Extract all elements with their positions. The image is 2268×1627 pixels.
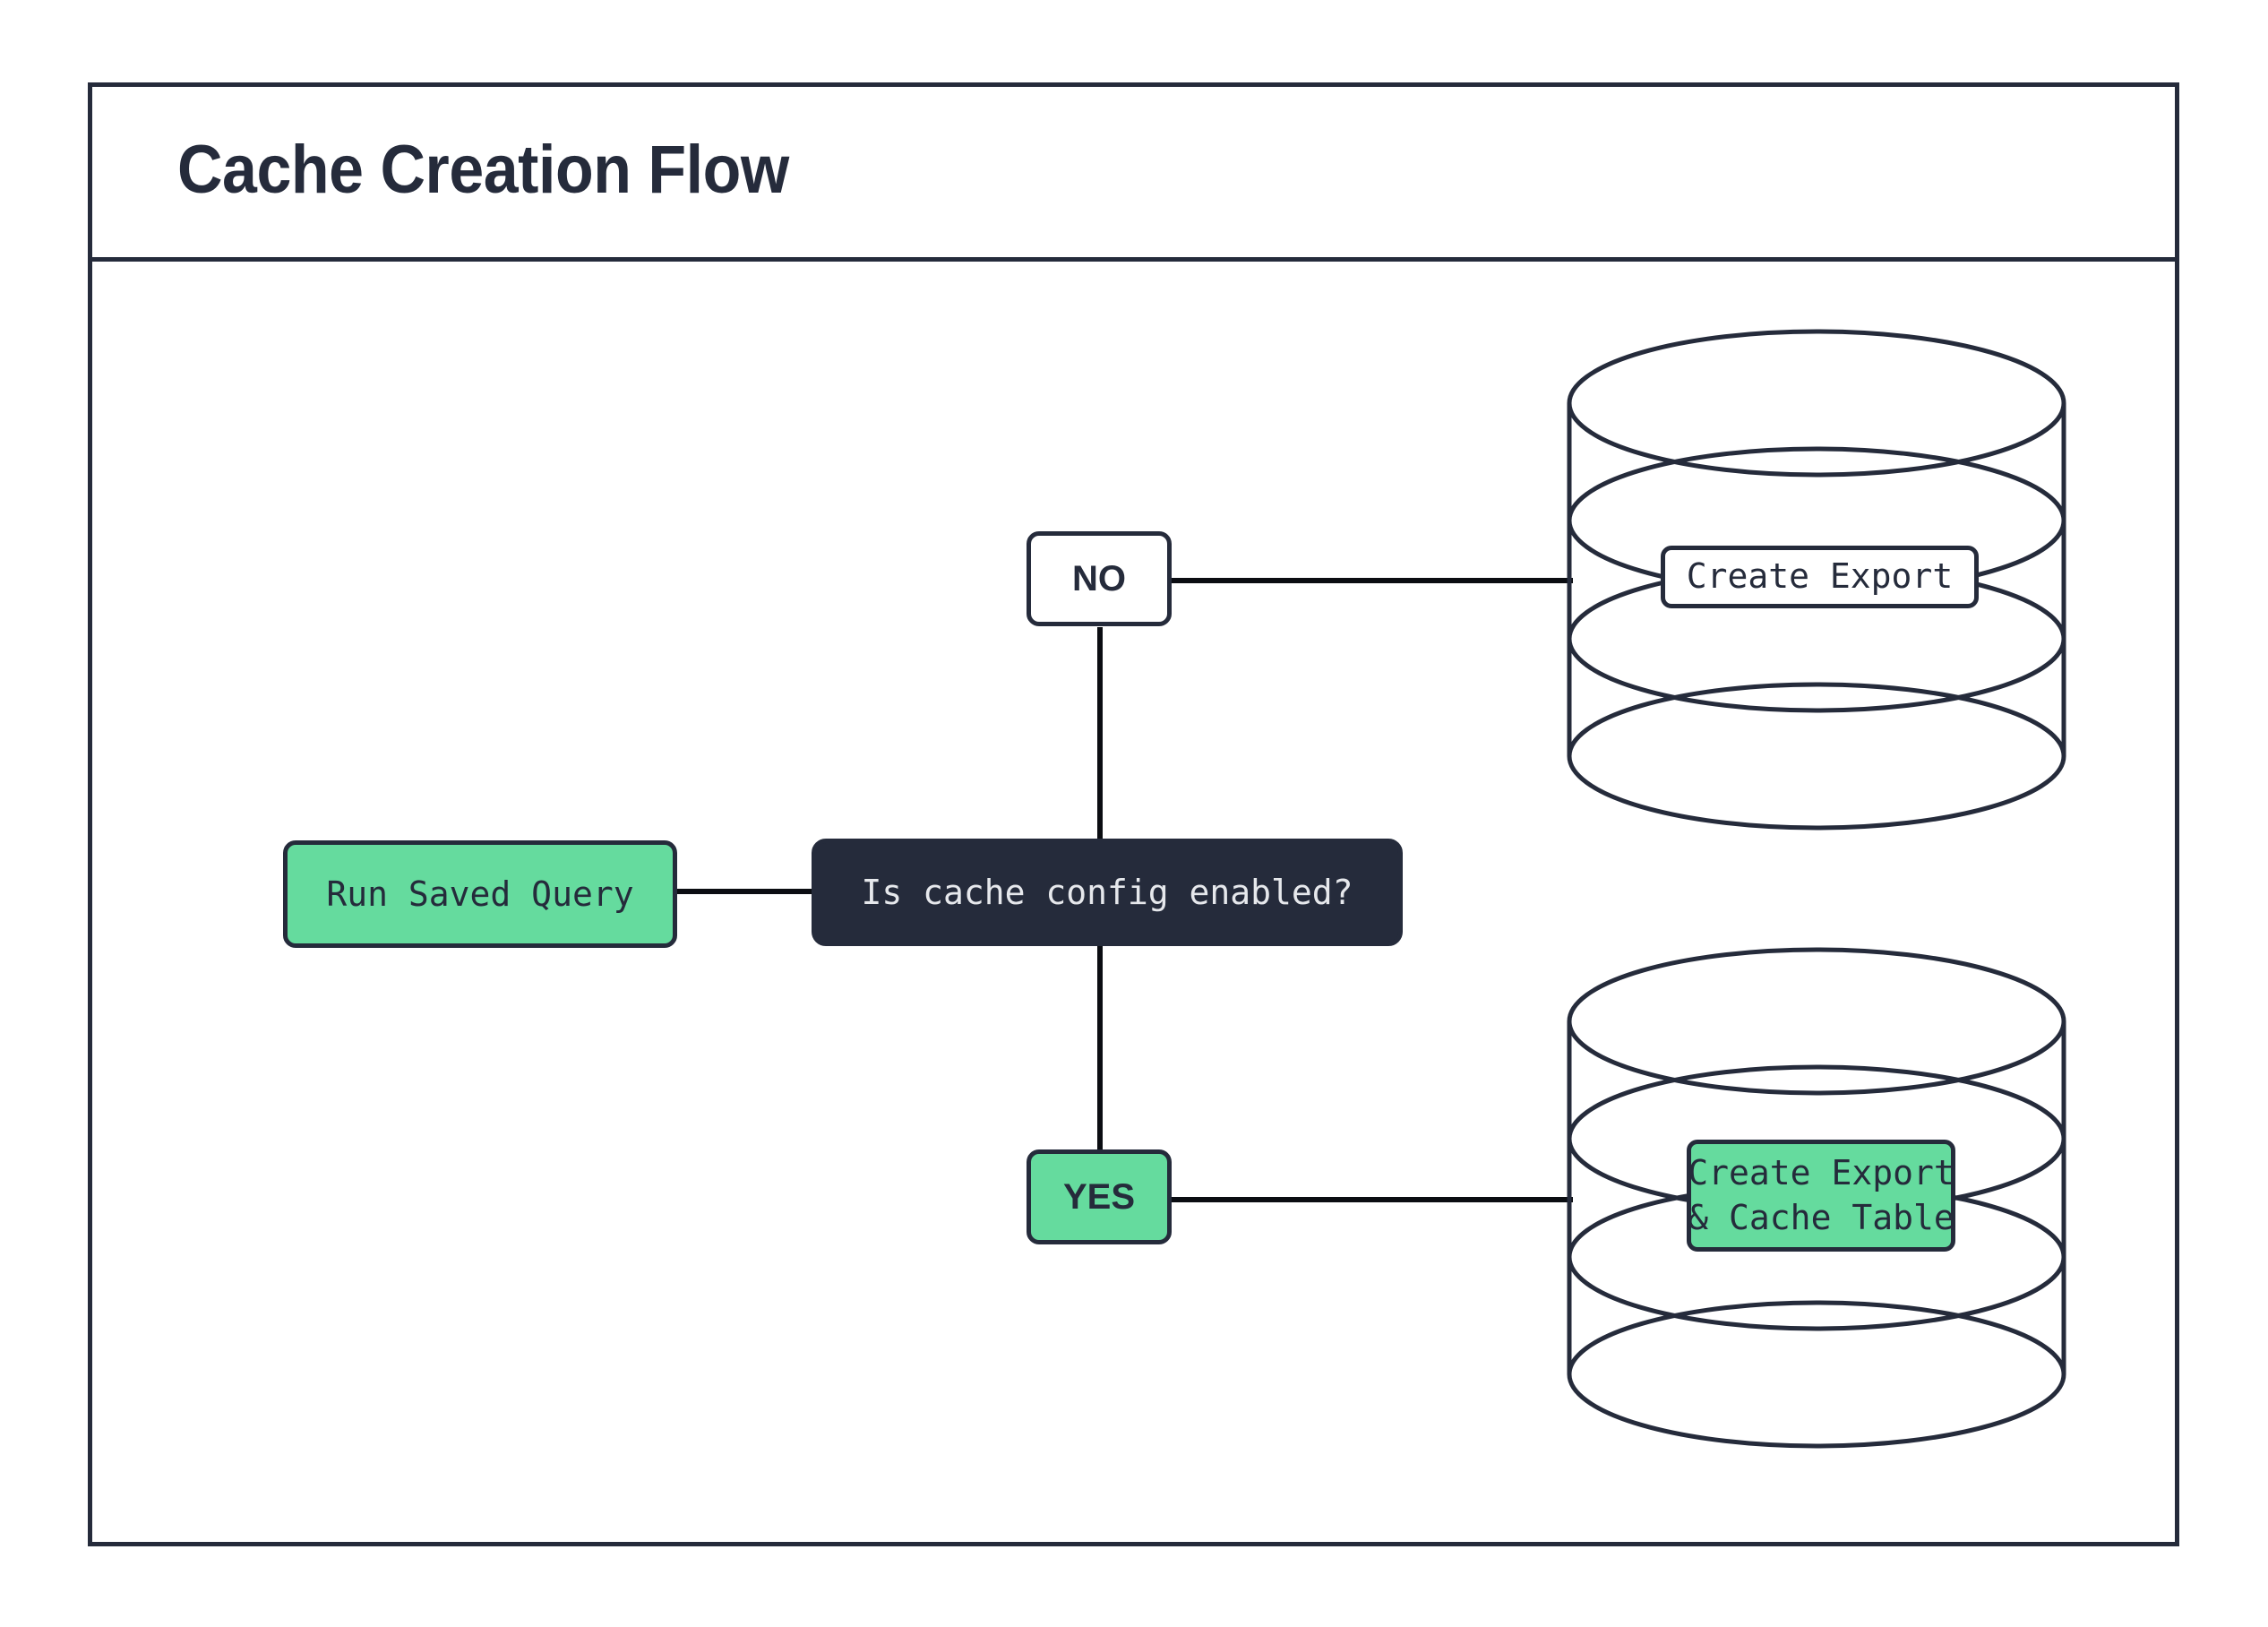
node-branch-yes-label: YES — [1062, 1176, 1136, 1217]
node-database-top-label: Create Export — [1661, 546, 1979, 608]
database-cylinder-shape-bottom — [1567, 947, 2066, 1449]
edge-start-to-decision — [674, 889, 814, 894]
node-database-bottom-label-line2: & Cache Table — [1688, 1197, 1954, 1237]
node-run-saved-query-label: Run Saved Query — [326, 874, 634, 914]
node-decision-cache-config[interactable]: Is cache config enabled? — [812, 839, 1403, 946]
node-run-saved-query[interactable]: Run Saved Query — [283, 840, 677, 948]
edge-no-to-db-top — [1170, 578, 1573, 583]
node-database-bottom-label-line1: Create Export — [1688, 1153, 1954, 1193]
node-decision-cache-config-label: Is cache config enabled? — [861, 872, 1353, 912]
node-branch-no-label: NO — [1072, 558, 1126, 598]
diagram-title-bar: Cache Creation Flow — [88, 82, 2179, 262]
node-database-top-label-text: Create Export — [1686, 556, 1954, 597]
node-database-top[interactable]: Create Export — [1566, 328, 2067, 831]
page-title: Cache Creation Flow — [177, 132, 789, 208]
node-branch-no[interactable]: NO — [1027, 531, 1172, 626]
node-database-bottom-label: Create Export & Cache Table — [1687, 1140, 1955, 1252]
edge-yes-to-db-bottom — [1170, 1197, 1573, 1202]
node-database-bottom[interactable]: Create Export & Cache Table — [1566, 946, 2067, 1450]
node-branch-yes[interactable]: YES — [1027, 1149, 1172, 1244]
